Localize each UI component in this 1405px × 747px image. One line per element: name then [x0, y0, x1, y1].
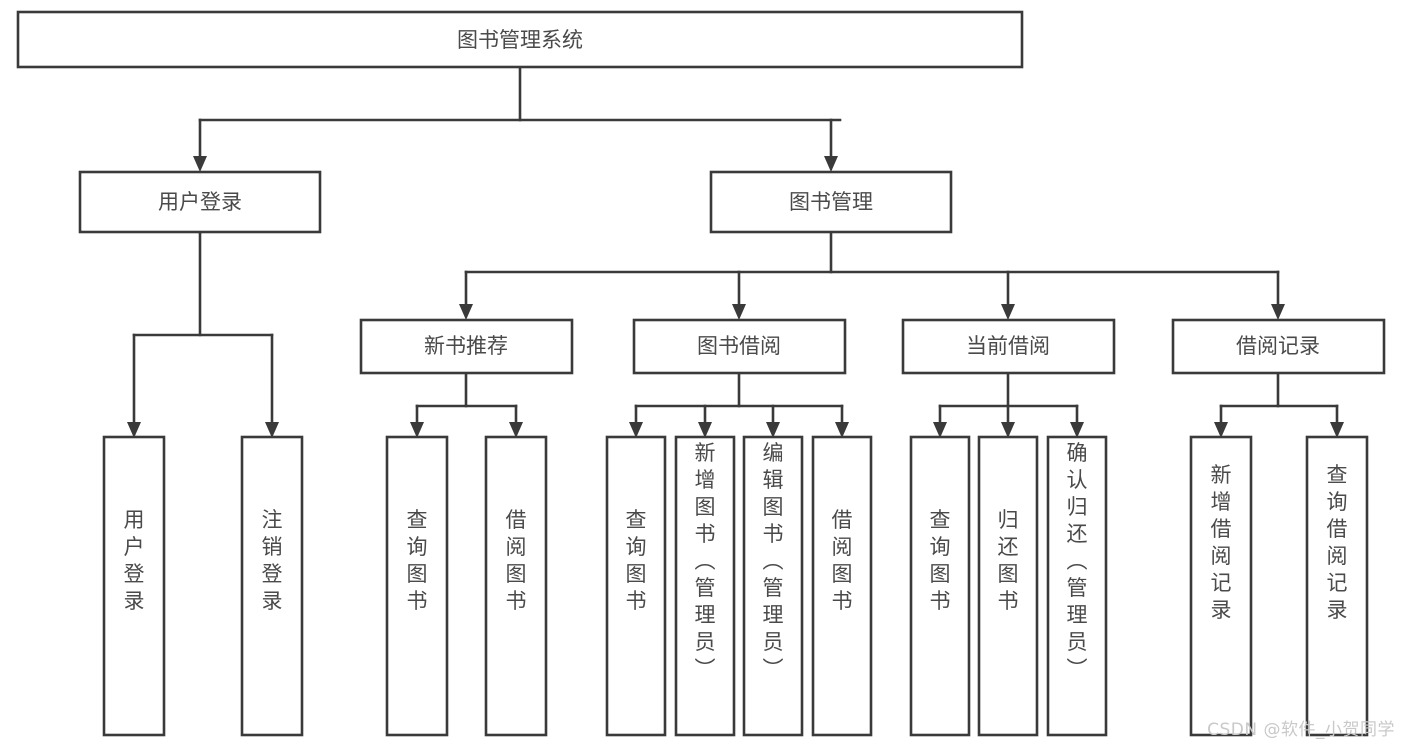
node-leaf-box[interactable]: [240, 435, 304, 737]
node-leaf-book-borrow-4[interactable]: 借阅图书: [811, 435, 873, 737]
node-leaf-box[interactable]: [1305, 435, 1369, 737]
node-current-borrow-label: 当前借阅: [966, 334, 1050, 358]
arrowhead-new-book-leaf-2: [509, 422, 523, 438]
node-leaf-borrow-record-2-label: 查询借阅记录: [1327, 463, 1348, 622]
node-borrow-record[interactable]: 借阅记录: [1171, 318, 1386, 375]
node-leaf-box[interactable]: [1189, 435, 1253, 737]
arrowhead-borrow-record-leaf-2: [1330, 422, 1344, 438]
arrowhead-borrow-record-leaf-1: [1214, 422, 1228, 438]
connector-group-book-manage: [459, 230, 1285, 320]
node-leaf-current-borrow-2-label: 归还图书: [998, 508, 1019, 613]
node-leaf-book-borrow-3[interactable]: 编辑图书︵管理员︶: [742, 435, 804, 737]
node-leaf-book-borrow-4-label: 借阅图书: [832, 508, 853, 613]
node-root-label: 图书管理系统: [457, 28, 583, 52]
node-user-login-label: 用户登录: [158, 190, 242, 214]
arrowhead-book-borrow-leaf-4: [835, 422, 849, 438]
connector-group-root: [193, 65, 842, 172]
node-leaf-current-borrow-3-label: 确认归还︵管理员︶: [1067, 441, 1088, 681]
node-book-management-box[interactable]: [709, 170, 953, 234]
arrowhead-book-manage-to-borrow-record: [1271, 304, 1285, 320]
node-book-borrow-box[interactable]: [632, 318, 847, 375]
node-leaf-current-borrow-3[interactable]: 确认归还︵管理员︶: [1046, 435, 1108, 737]
node-book-borrow-label: 图书借阅: [697, 334, 781, 358]
node-leaf-book-borrow-2[interactable]: 新增图书︵管理员︶: [674, 435, 736, 737]
node-current-borrow[interactable]: 当前借阅: [901, 318, 1116, 375]
node-book-management-label: 图书管理: [789, 190, 873, 214]
node-new-book-recommend-label: 新书推荐: [424, 334, 508, 358]
node-leaf-new-book-2[interactable]: 借阅图书: [484, 435, 548, 737]
watermark: CSDN @软件_小贺同学: [1207, 720, 1395, 740]
node-leaf-current-borrow-1-label: 查询图书: [930, 508, 951, 613]
arrowhead-book-borrow-leaf-1: [629, 422, 643, 438]
node-leaf-box[interactable]: [1046, 435, 1108, 737]
arrowhead-current-borrow-leaf-3: [1070, 422, 1084, 438]
node-root-book-management-system[interactable]: 图书管理系统: [16, 10, 1024, 69]
node-book-management[interactable]: 图书管理: [709, 170, 953, 234]
node-new-book-recommend[interactable]: 新书推荐: [359, 318, 574, 375]
node-leaf-user-login-2[interactable]: 注销登录: [240, 435, 304, 737]
node-user-login[interactable]: 用户登录: [78, 170, 322, 234]
node-root-box[interactable]: [16, 10, 1024, 69]
arrowhead-user-login-leaf-2: [265, 422, 279, 438]
node-leaf-book-borrow-3-label: 编辑图书︵管理员︶: [763, 441, 784, 681]
node-leaf-borrow-record-2[interactable]: 查询借阅记录: [1305, 435, 1369, 737]
node-leaf-new-book-2-label: 借阅图书: [506, 508, 527, 613]
arrowhead-user-login-leaf-1: [127, 422, 141, 438]
node-leaf-book-borrow-1-label: 查询图书: [626, 508, 647, 613]
arrowhead-book-borrow-leaf-3: [766, 422, 780, 438]
node-current-borrow-box[interactable]: [901, 318, 1116, 375]
node-new-book-recommend-box[interactable]: [359, 318, 574, 375]
connector-group-borrow-record: [1214, 371, 1344, 438]
node-borrow-record-label: 借阅记录: [1236, 334, 1320, 358]
node-leaf-box[interactable]: [674, 435, 736, 737]
node-leaf-user-login-1[interactable]: 用户登录: [102, 435, 166, 737]
node-leaf-new-book-1-label: 查询图书: [407, 508, 428, 613]
node-user-login-box[interactable]: [78, 170, 322, 234]
node-leaf-box[interactable]: [977, 435, 1039, 737]
arrowhead-book-manage-to-book-borrow: [732, 304, 746, 320]
arrowhead-root-to-user-login: [193, 156, 207, 172]
connector-group-current-borrow: [933, 371, 1084, 438]
node-leaf-user-login-2-label: 注销登录: [262, 508, 283, 613]
node-leaf-box[interactable]: [102, 435, 166, 737]
node-leaf-box[interactable]: [811, 435, 873, 737]
node-leaf-current-borrow-2[interactable]: 归还图书: [977, 435, 1039, 737]
arrowhead-root-to-book-manage: [824, 156, 838, 172]
node-leaf-box[interactable]: [742, 435, 804, 737]
node-leaf-borrow-record-1[interactable]: 新增借阅记录: [1189, 435, 1253, 737]
node-leaf-current-borrow-1[interactable]: 查询图书: [909, 435, 971, 737]
node-leaf-box[interactable]: [909, 435, 971, 737]
arrowhead-current-borrow-leaf-2: [1001, 422, 1015, 438]
node-borrow-record-box[interactable]: [1171, 318, 1386, 375]
arrowhead-current-borrow-leaf-1: [933, 422, 947, 438]
node-leaf-book-borrow-1[interactable]: 查询图书: [605, 435, 667, 737]
connector-group-new-book-recommend: [410, 371, 523, 438]
arrowhead-book-manage-to-current-borrow: [1001, 304, 1015, 320]
node-leaf-box[interactable]: [484, 435, 548, 737]
node-book-borrow[interactable]: 图书借阅: [632, 318, 847, 375]
connector-group-user-login: [127, 230, 279, 438]
connector-group-book-borrow: [629, 371, 849, 438]
node-leaf-book-borrow-2-label: 新增图书︵管理员︶: [695, 441, 716, 681]
node-leaf-box[interactable]: [605, 435, 667, 737]
node-leaf-borrow-record-1-label: 新增借阅记录: [1211, 463, 1232, 622]
arrowhead-book-borrow-leaf-2: [698, 422, 712, 438]
arrowhead-book-manage-to-new-book: [459, 304, 473, 320]
arrowhead-new-book-leaf-1: [410, 422, 424, 438]
node-leaf-box[interactable]: [385, 435, 449, 737]
node-leaf-user-login-1-label: 用户登录: [124, 508, 145, 613]
node-leaf-new-book-1[interactable]: 查询图书: [385, 435, 449, 737]
